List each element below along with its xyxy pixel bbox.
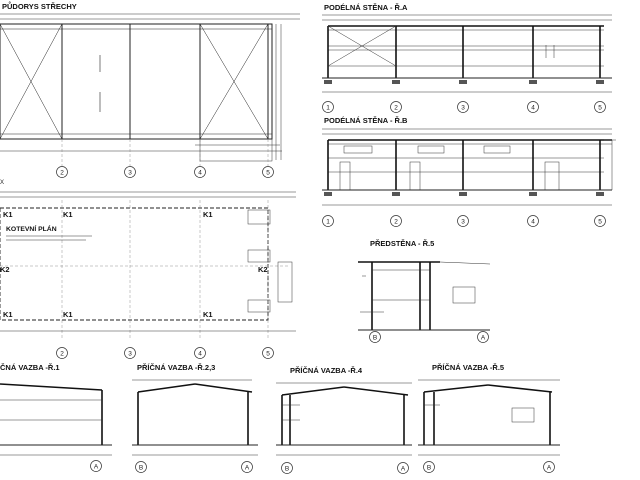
longitudinal-wall-a: PODÉLNÁ STĚNA - Ř.A 1 2 3 4 5 — [322, 3, 612, 113]
roof-plan-axis-5: 5 — [266, 170, 270, 177]
truss-4-title: PŘÍČNÁ VAZBA -Ř.4 — [290, 366, 363, 375]
truss-23-title: PŘÍČNÁ VAZBA -Ř.2,3 — [137, 363, 215, 372]
anchor-plan-axis-2: 2 — [60, 351, 64, 358]
truss-4-axis-a: A — [401, 466, 406, 473]
roof-plan-axis-3: 3 — [128, 170, 132, 177]
wall-a-axis-1: 1 — [326, 105, 330, 112]
longitudinal-wall-b: PODÉLNÁ STĚNA - Ř.B 1 2 3 4 — [322, 116, 616, 227]
truss-23-axis-b: B — [139, 465, 143, 472]
wall-a-axis-4: 4 — [531, 105, 535, 112]
roof-plan-axis-4: 4 — [198, 170, 202, 177]
anchor-plan-axis-x: X — [0, 180, 4, 186]
anchor-plan-axis-4: 4 — [198, 351, 202, 358]
truss-5: PŘÍČNÁ VAZBA -Ř.5 B A — [418, 363, 560, 473]
truss-1-axis-a: A — [94, 464, 99, 471]
roof-plan: PŮDORYS STŘECHY 2 3 4 5 — [0, 1, 300, 178]
anchor-k1-bottom-2: K1 — [63, 310, 73, 319]
wall-a-axis-2: 2 — [394, 105, 398, 112]
anchor-k1-bottom-left: K1 — [3, 310, 13, 319]
wall-b-axis-1: 1 — [326, 219, 330, 226]
anchor-k2-right: K2 — [258, 265, 268, 274]
wall-a-axis-3: 3 — [461, 105, 465, 112]
front-wall-title: PŘEDSTĚNA - Ř.5 — [370, 239, 434, 248]
truss-1-title: ČNÁ VAZBA -Ř.1 — [0, 363, 60, 372]
wall-b-axis-4: 4 — [531, 219, 535, 226]
anchor-plan-axis-3: 3 — [128, 351, 132, 358]
wall-a-axis-5: 5 — [598, 105, 602, 112]
wall-a-title: PODÉLNÁ STĚNA - Ř.A — [324, 3, 408, 12]
truss-5-axis-b: B — [427, 465, 431, 472]
anchor-k1-bottom-4: K1 — [203, 310, 213, 319]
front-wall-axis-b: B — [373, 335, 377, 342]
truss-5-axis-a: A — [547, 465, 552, 472]
roof-plan-axis-2: 2 — [60, 170, 64, 177]
anchor-plan: X K1 K1 K1 K2 K2 K1 K1 K1 KOTEVNÍ PLÁN 2… — [0, 180, 296, 359]
truss-4: PŘÍČNÁ VAZBA -Ř.4 B A — [276, 366, 412, 474]
truss-5-title: PŘÍČNÁ VAZBA -Ř.5 — [432, 363, 504, 372]
wall-b-axis-2: 2 — [394, 219, 398, 226]
anchor-k2-left: K2 — [0, 265, 10, 274]
anchor-k1-top-4: K1 — [203, 210, 213, 219]
truss-2-3: PŘÍČNÁ VAZBA -Ř.2,3 B A — [132, 363, 258, 473]
roof-plan-title: PŮDORYS STŘECHY — [2, 1, 77, 11]
wall-b-axis-3: 3 — [461, 219, 465, 226]
truss-4-axis-b: B — [285, 466, 289, 473]
wall-b-axis-5: 5 — [598, 219, 602, 226]
anchor-plan-title: KOTEVNÍ PLÁN — [6, 224, 57, 233]
truss-23-axis-a: A — [245, 465, 250, 472]
anchor-k1-top-2: K1 — [63, 210, 73, 219]
front-wall-axis-a: A — [481, 335, 486, 342]
anchor-plan-axis-5: 5 — [266, 351, 270, 358]
anchor-k1-top-left: K1 — [3, 210, 13, 219]
wall-b-title: PODÉLNÁ STĚNA - Ř.B — [324, 116, 408, 125]
front-wall-5: PŘEDSTĚNA - Ř.5 B A — [358, 239, 491, 343]
truss-1: ČNÁ VAZBA -Ř.1 A — [0, 363, 112, 472]
